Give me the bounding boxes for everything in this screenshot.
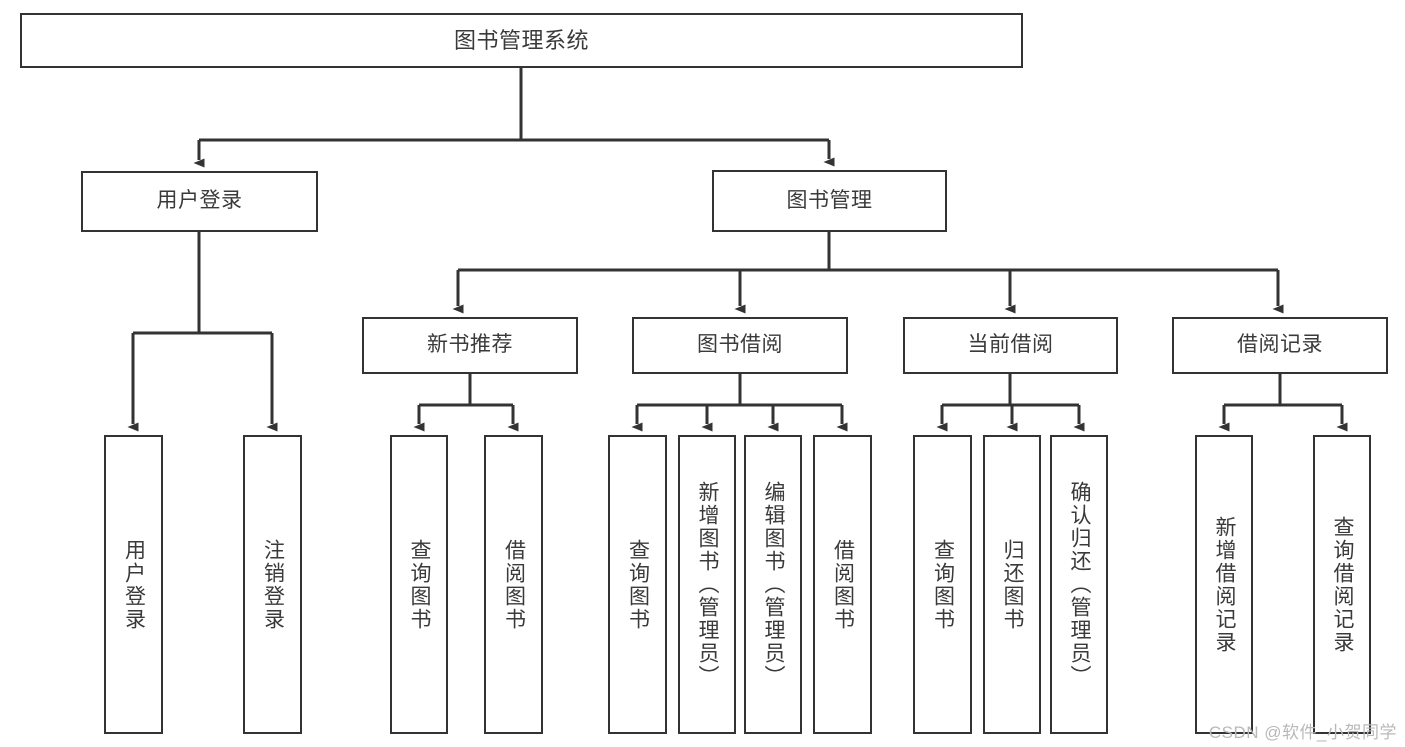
node-current-borrow[interactable]: 当前借阅 xyxy=(903,317,1118,374)
node-leaf-rec-borrow[interactable]: 借阅图书 xyxy=(484,435,543,734)
node-leaf-user-logout[interactable]: 注销登录 xyxy=(243,435,302,734)
node-label-leaf-br-query: 查询借阅记录 xyxy=(1331,515,1355,654)
node-leaf-bb-edit[interactable]: 编辑图书（管理员） xyxy=(744,435,802,734)
node-leaf-br-add[interactable]: 新增借阅记录 xyxy=(1195,435,1253,734)
node-user-login[interactable]: 用户登录 xyxy=(81,171,318,232)
node-label-leaf-bb-query: 查询图书 xyxy=(626,538,650,631)
node-root[interactable]: 图书管理系统 xyxy=(20,13,1023,68)
node-label-leaf-cb-confirm: 确认归还（管理员） xyxy=(1068,481,1092,688)
node-label-leaf-cb-return: 归还图书 xyxy=(1001,538,1025,631)
node-label-user-login: 用户登录 xyxy=(156,189,243,213)
node-label-current-borrow: 当前借阅 xyxy=(967,333,1054,357)
node-leaf-bb-add[interactable]: 新增图书（管理员） xyxy=(678,435,736,734)
node-book-mgmt[interactable]: 图书管理 xyxy=(712,170,947,232)
node-leaf-cb-confirm[interactable]: 确认归还（管理员） xyxy=(1050,435,1108,734)
node-new-book-rec[interactable]: 新书推荐 xyxy=(362,317,578,374)
node-label-book-borrow: 图书借阅 xyxy=(697,333,783,357)
node-label-book-mgmt: 图书管理 xyxy=(786,188,873,212)
node-book-borrow[interactable]: 图书借阅 xyxy=(632,317,848,374)
node-leaf-bb-query[interactable]: 查询图书 xyxy=(608,435,667,734)
node-leaf-cb-return[interactable]: 归还图书 xyxy=(983,435,1041,734)
node-label-new-book-rec: 新书推荐 xyxy=(427,333,513,357)
watermark: CSDN @软件_小贺同学 xyxy=(1208,723,1397,742)
node-label-leaf-bb-edit: 编辑图书（管理员） xyxy=(762,481,786,688)
node-label-leaf-bb-add: 新增图书（管理员） xyxy=(696,481,720,688)
node-leaf-rec-query[interactable]: 查询图书 xyxy=(390,435,448,734)
node-leaf-br-query[interactable]: 查询借阅记录 xyxy=(1313,435,1371,734)
node-label-leaf-user-login: 用户登录 xyxy=(122,538,146,631)
node-leaf-bb-borrow[interactable]: 借阅图书 xyxy=(813,435,872,734)
node-leaf-user-login[interactable]: 用户登录 xyxy=(104,435,163,734)
node-label-leaf-rec-query: 查询图书 xyxy=(408,538,432,631)
node-leaf-cb-query[interactable]: 查询图书 xyxy=(913,435,972,734)
node-label-leaf-rec-borrow: 借阅图书 xyxy=(502,538,526,631)
node-label-leaf-user-logout: 注销登录 xyxy=(261,538,285,631)
node-label-leaf-cb-query: 查询图书 xyxy=(931,538,955,631)
node-label-borrow-record: 借阅记录 xyxy=(1237,333,1323,357)
node-borrow-record[interactable]: 借阅记录 xyxy=(1172,317,1388,374)
node-label-root: 图书管理系统 xyxy=(453,27,589,53)
node-label-leaf-bb-borrow: 借阅图书 xyxy=(831,538,855,631)
node-label-leaf-br-add: 新增借阅记录 xyxy=(1213,515,1237,654)
